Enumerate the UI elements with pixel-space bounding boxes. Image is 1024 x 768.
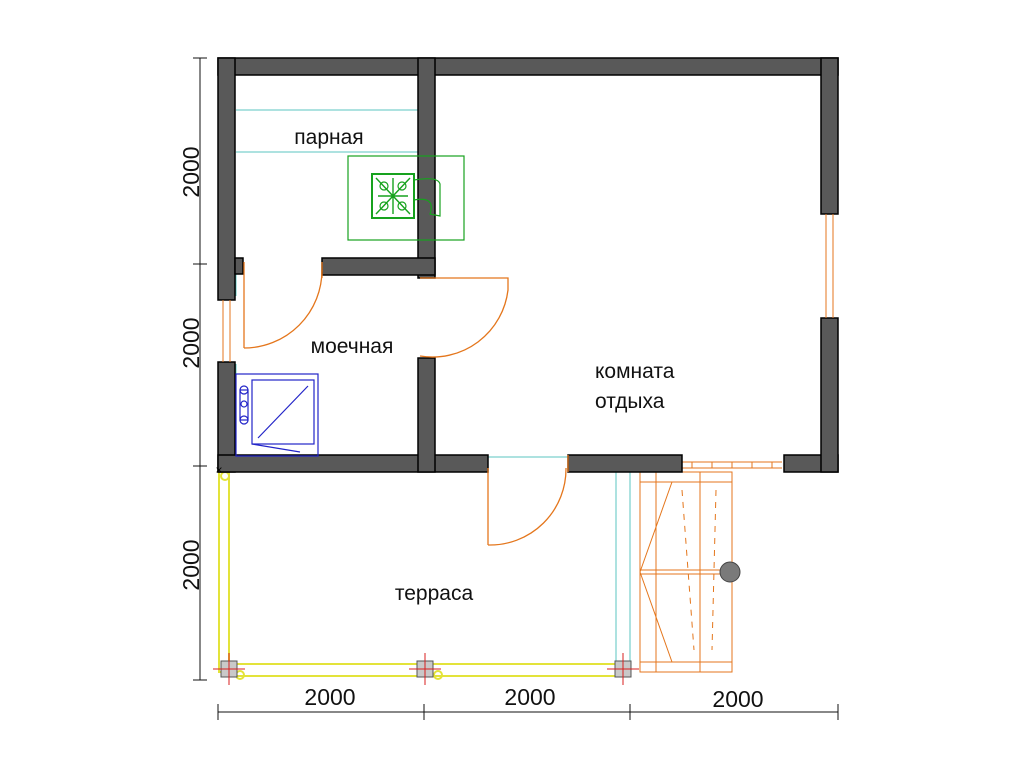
terrace-posts — [213, 653, 639, 685]
dim-bottom-middle: 2000 — [504, 684, 555, 710]
dim-bottom-left: 2000 — [304, 684, 355, 710]
room-label-rest-room-2: отдыха — [595, 390, 665, 413]
sauna-stove-icon — [347, 155, 465, 241]
door-rest-room — [419, 277, 509, 358]
wall-right-lower — [820, 317, 839, 473]
door-terrace — [487, 455, 569, 546]
terrace-post-icon — [409, 653, 441, 685]
walls — [217, 57, 839, 473]
dim-left-top: 2000 — [178, 146, 204, 197]
wall-steam-room-bottom — [321, 257, 436, 276]
wall-partition-lower — [417, 357, 436, 473]
dim-left-bottom: 2000 — [178, 539, 204, 590]
terrace-post-icon — [607, 653, 639, 685]
room-label-washroom: моечная — [311, 335, 394, 358]
lamp-icon — [719, 561, 741, 583]
wall-top — [217, 57, 839, 76]
wall-partition-upper — [417, 57, 436, 279]
doors — [243, 262, 569, 546]
room-label-rest-room-1: комната — [595, 360, 675, 383]
wall-bottom-mid — [567, 454, 683, 473]
wall-left-jamb — [234, 257, 244, 275]
origin-mark: × — [215, 463, 222, 477]
terrace-post-icon — [213, 653, 245, 685]
wall-left-upper — [217, 57, 236, 301]
room-label-steam-room: парная — [294, 126, 363, 149]
wall-bottom-left — [217, 454, 489, 473]
door-steam-room — [243, 262, 323, 349]
windows — [222, 214, 834, 362]
wall-right-upper — [820, 57, 839, 215]
dimension-lines — [193, 57, 839, 720]
terrace-stairs — [639, 461, 782, 673]
room-label-terrace: терраса — [395, 582, 474, 605]
dim-bottom-right: 2000 — [712, 686, 763, 712]
shower-cabin-icon — [235, 373, 319, 457]
dim-left-middle: 2000 — [178, 317, 204, 368]
terrace-railing — [218, 471, 628, 680]
